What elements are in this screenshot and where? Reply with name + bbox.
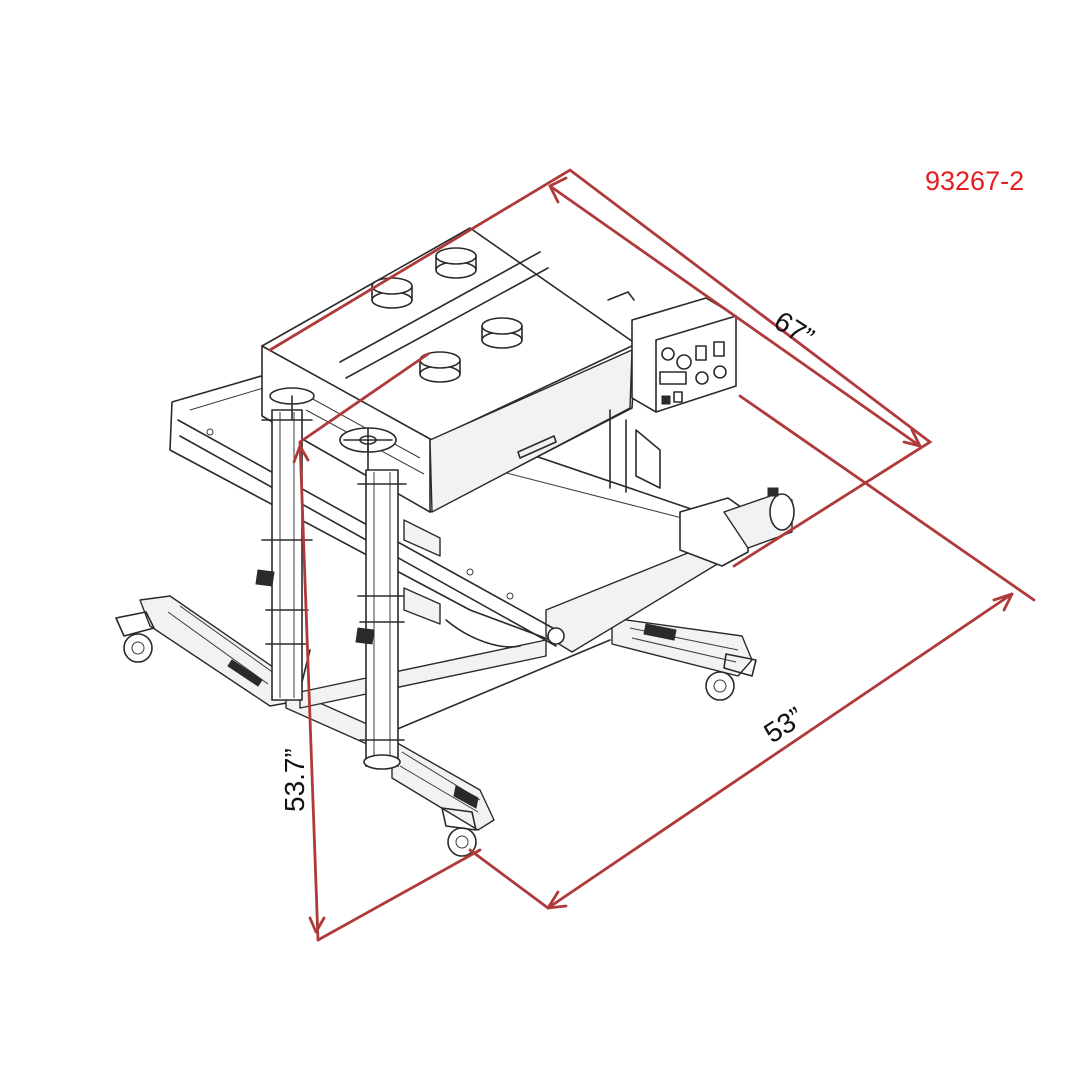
dimension-lines bbox=[268, 168, 1036, 942]
exhaust-ports bbox=[371, 247, 523, 383]
drive-motor bbox=[679, 487, 795, 567]
dimension-width-label: 53” bbox=[758, 701, 809, 749]
height-column-rear bbox=[255, 387, 315, 701]
part-number: 93267-2 bbox=[925, 166, 1025, 196]
dimension-height-label: 53.7” bbox=[279, 748, 310, 812]
base-frame bbox=[139, 595, 753, 831]
caster-wheels bbox=[115, 611, 757, 857]
height-column-front bbox=[355, 469, 441, 770]
control-box bbox=[607, 291, 737, 493]
handwheel-icon bbox=[339, 427, 397, 471]
